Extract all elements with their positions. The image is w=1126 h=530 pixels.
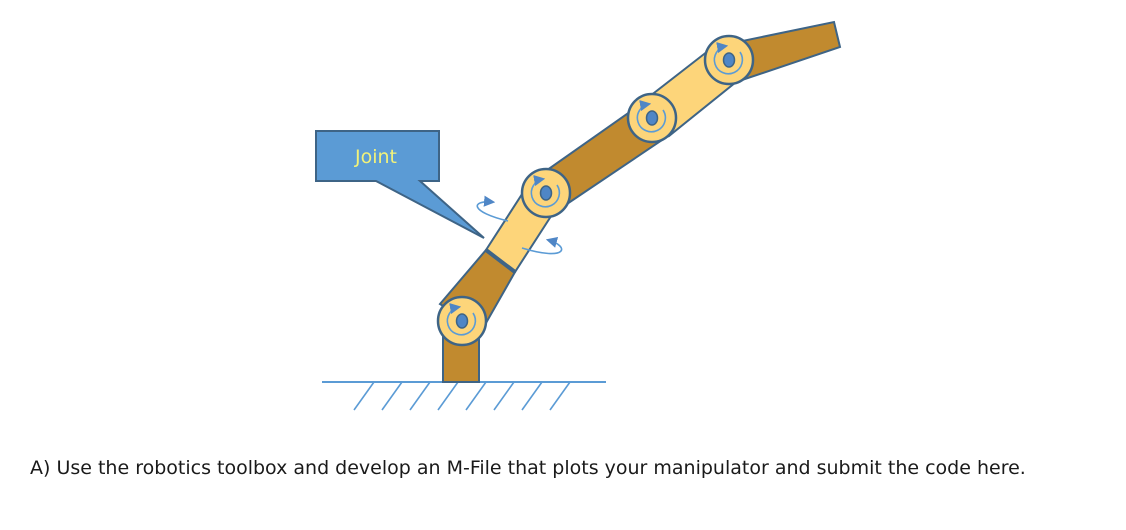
- rotation-arrow-icon: [636, 100, 667, 133]
- joint-shoulder: [520, 167, 572, 219]
- rotation-arrow-icon: [530, 175, 561, 208]
- joint-elbow: [626, 92, 678, 144]
- joint-base: [436, 295, 488, 347]
- joint-wrist: [703, 34, 755, 86]
- question-text: A) Use the robotics toolbox and develop …: [30, 457, 1026, 479]
- rotation-arrow-icon: [446, 303, 477, 336]
- joint-callout: Joint: [315, 130, 485, 239]
- axial-rotation-arrow-icon: [476, 195, 563, 255]
- ground-hatching: [353, 381, 571, 411]
- callout-label: Joint: [354, 146, 397, 168]
- rotation-arrow-icon: [713, 42, 744, 75]
- ground: [322, 381, 606, 411]
